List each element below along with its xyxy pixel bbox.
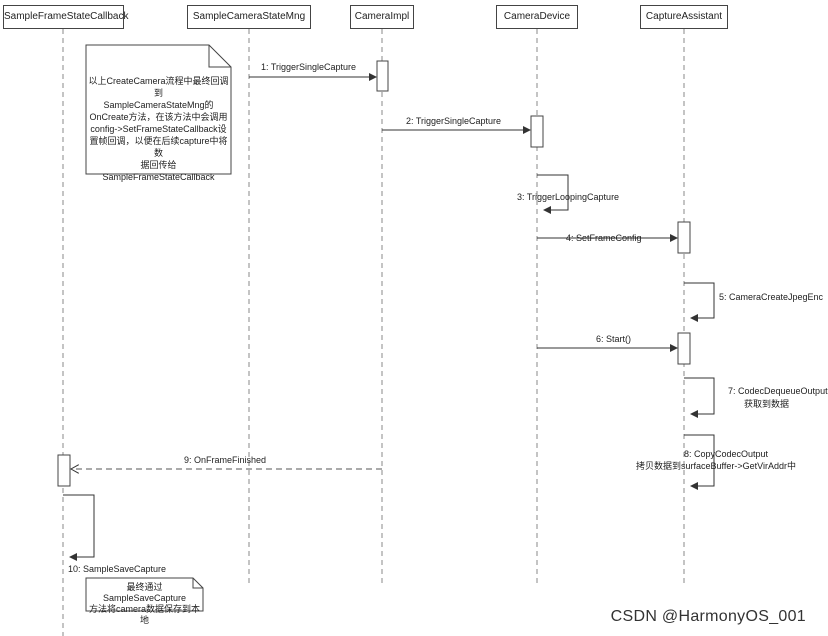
activation-ca-1 — [677, 221, 691, 254]
note-top-shape — [85, 44, 232, 175]
arrow-m8 — [684, 434, 715, 490]
message-label-6: 6: Start() — [596, 334, 632, 344]
message-label-1: 1: TriggerSingleCapture — [261, 62, 357, 72]
message-label-7b: 获取到数据 — [744, 399, 790, 409]
activation-ci — [376, 60, 389, 92]
note-bottom-shape — [85, 577, 204, 612]
message-label-7a: 7: CodecDequeueOutput — [728, 386, 828, 396]
message-label-3: 3: TriggerLoopingCapture — [517, 192, 620, 202]
message-label-10: 10: SampleSaveCapture — [68, 564, 167, 574]
arrow-m7 — [684, 377, 715, 418]
activation-sfsc — [57, 454, 71, 487]
note-top-line-1: 以上CreateCamera流程中最终回调到 — [88, 76, 229, 98]
arrow-m3 — [537, 174, 569, 214]
message-label-8b: 拷贝数据到surfaceBuffer->GetVirAddr中 — [636, 461, 796, 471]
note-bottom-fold — [192, 578, 203, 589]
arrow-m5 — [684, 282, 715, 322]
message-label-4: 4: SetFrameConfig — [566, 233, 642, 243]
activation-ca-2 — [677, 332, 691, 365]
activation-cd — [530, 115, 544, 148]
note-top-line-5: 置帧回调，以便在后续capture中将数 — [89, 136, 228, 158]
note-bottom-line-1: 最终通过SampleSaveCapture — [102, 582, 187, 603]
note-top: 以上CreateCamera流程中最终回调到 SampleCameraState… — [86, 75, 231, 183]
message-label-9: 9: OnFrameFinished — [184, 455, 267, 465]
note-bottom: 最终通过SampleSaveCapture 方法将camera数据保存到本地 — [86, 582, 203, 626]
note-top-line-3: OnCreate方法，在该方法中会调用 — [89, 112, 228, 122]
watermark: CSDN @HarmonyOS_001 — [610, 608, 806, 625]
arrow-m10 — [63, 494, 95, 561]
message-label-8a: 8: CopyCodecOutput — [684, 449, 769, 459]
message-label-2: 2: TriggerSingleCapture — [406, 116, 502, 126]
note-top-line-4: config->SetFrameStateCallback设 — [90, 124, 227, 134]
note-top-fold — [208, 45, 231, 68]
lifeline-header-sfsc: SampleFrameStateCallback — [3, 5, 129, 29]
message-label-5: 5: CameraCreateJpegEnc — [719, 292, 824, 302]
lifeline-header-ca: CaptureAssistant — [640, 5, 728, 29]
note-bottom-line-2: 方法将camera数据保存到本地 — [88, 604, 200, 625]
lifeline-header-scsm: SampleCameraStateMng — [187, 5, 311, 29]
lifeline-header-ci: CameraImpl — [350, 5, 414, 29]
note-top-line-2: SampleCameraStateMng的 — [103, 100, 214, 110]
lifeline-header-cd: CameraDevice — [496, 5, 578, 29]
note-top-line-6: 据回传给SampleFrameStateCallback — [102, 160, 215, 182]
